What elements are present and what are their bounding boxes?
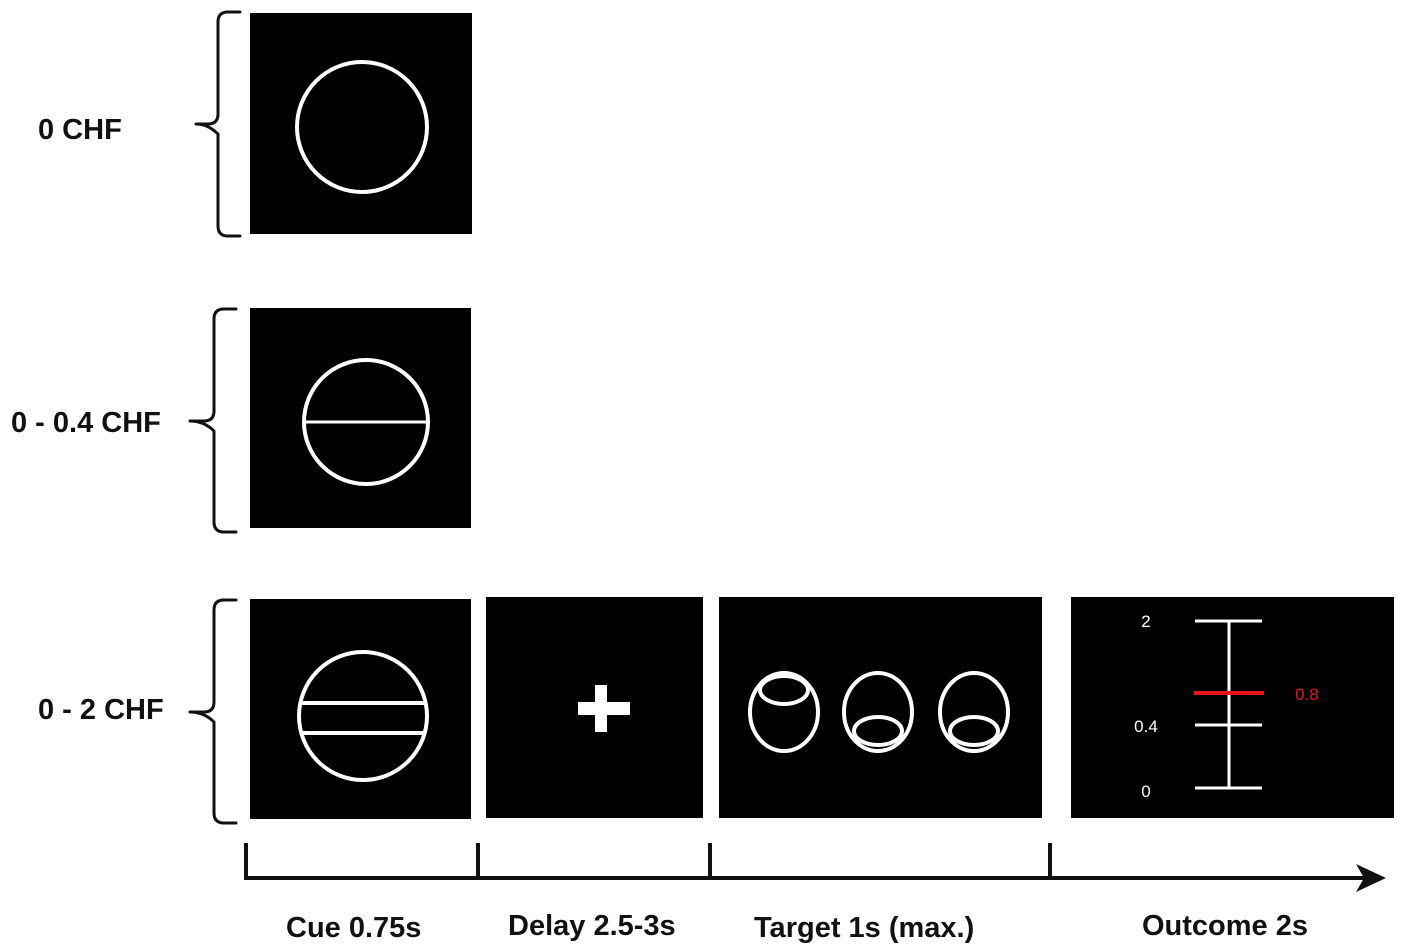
cue-panel-0-2-chf bbox=[250, 599, 471, 819]
circle-one-line-icon bbox=[250, 308, 471, 528]
scale-tick-label-2: 2 bbox=[1141, 612, 1150, 631]
condition-label-0-chf: 0 CHF bbox=[38, 114, 122, 147]
bracket-0-2-chf bbox=[190, 600, 236, 823]
condition-label-0-0.4-chf: 0 - 0.4 CHF bbox=[11, 407, 161, 440]
circle-two-lines-icon bbox=[250, 599, 471, 819]
cue-panel-0-chf bbox=[250, 13, 472, 234]
outcome-value-label: 0.8 bbox=[1295, 685, 1319, 704]
open-top-egg-icon bbox=[750, 673, 818, 751]
target-panel bbox=[719, 597, 1042, 818]
cue-panel-0-0.4-chf bbox=[250, 308, 471, 528]
condition-label-0-2-chf: 0 - 2 CHF bbox=[38, 694, 164, 727]
delay-panel bbox=[486, 597, 703, 818]
fixation-cross-icon bbox=[486, 597, 703, 818]
phase-label-cue: Cue 0.75s bbox=[286, 912, 421, 945]
bracket-0-chf bbox=[196, 12, 240, 236]
phase-label-delay: Delay 2.5-3s bbox=[508, 910, 676, 943]
open-bottom-egg-icon bbox=[844, 673, 912, 751]
open-bottom-egg-icon bbox=[940, 673, 1008, 751]
scale-tick-label-0.4: 0.4 bbox=[1134, 717, 1158, 736]
circle-icon bbox=[250, 13, 472, 234]
phase-label-outcome: Outcome 2s bbox=[1142, 910, 1308, 943]
phase-label-target: Target 1s (max.) bbox=[754, 912, 974, 945]
scale-tick-label-0: 0 bbox=[1141, 782, 1150, 801]
bracket-0-0.4-chf bbox=[190, 309, 236, 532]
outcome-panel: 2 0.4 0 0.8 bbox=[1071, 597, 1394, 818]
outcome-scale: 2 0.4 0 0.8 bbox=[1071, 597, 1394, 818]
